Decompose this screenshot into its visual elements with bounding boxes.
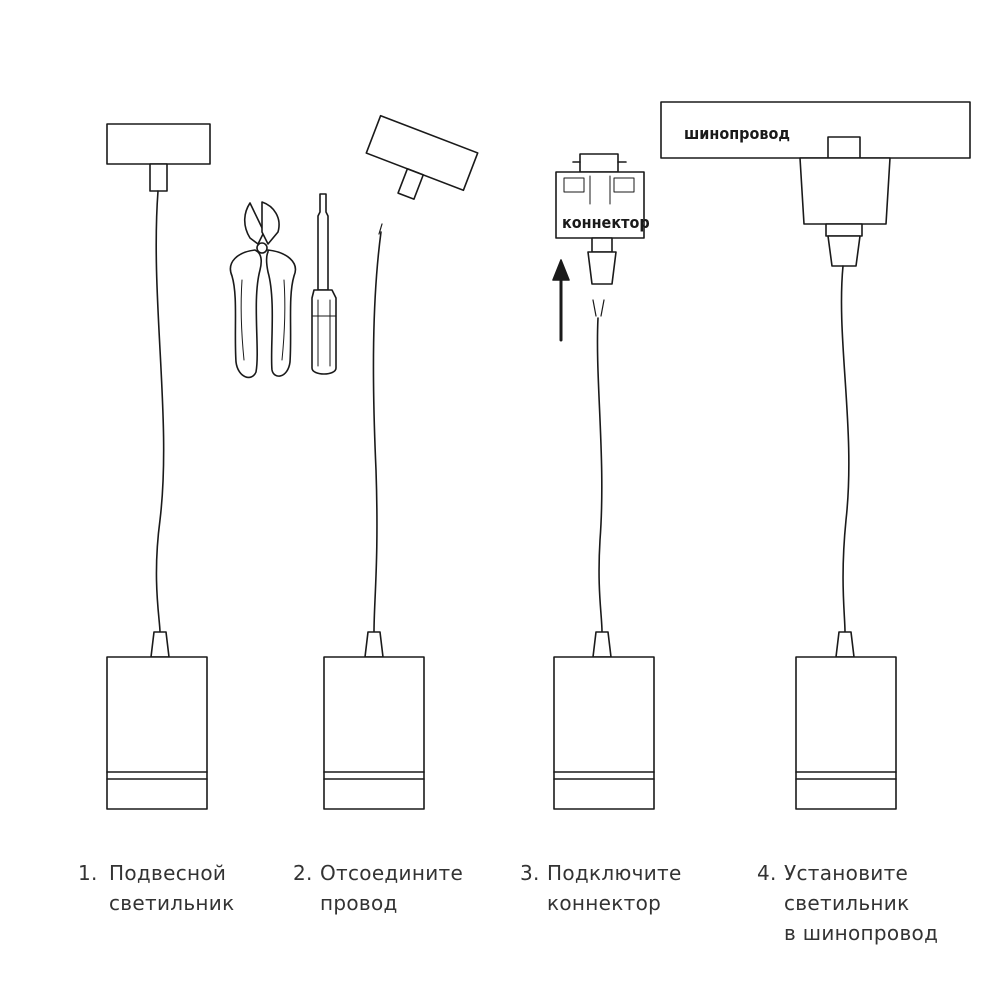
step4-cable [840, 265, 850, 633]
step2-line1: Отсоедините [320, 861, 464, 885]
step2-disconnect [323, 114, 479, 810]
step1-cable-grommet [150, 631, 170, 658]
step4-installed [660, 101, 971, 810]
step4-line1: Установите [784, 861, 909, 885]
step2-caption: 2. Отсоедините провод [293, 858, 463, 918]
step2-line2: провод [320, 891, 398, 915]
step2-cable [372, 231, 382, 633]
arrow-up-icon [552, 259, 570, 342]
step4-line2: светильник [784, 891, 910, 915]
step4-caption: 4. Установите светильник в шинопровод [757, 858, 938, 948]
step4-line3: в шинопровод [784, 921, 939, 945]
step1-line1: Подвесной [109, 861, 227, 885]
step3-line1: Подключите [547, 861, 682, 885]
step2-lamp-body [323, 656, 425, 810]
step4-connector-neck [825, 223, 863, 237]
step1-lamp-body [106, 656, 208, 810]
step1-ceiling-canopy [106, 123, 211, 165]
step2-detached-canopy [365, 114, 479, 200]
step3-caption: 3. Подключите коннектор [520, 858, 682, 918]
step2-cable-tip [378, 223, 383, 235]
step4-cable-grommet [835, 631, 855, 658]
step4-connector-cone [827, 235, 861, 267]
step3-connect [552, 153, 655, 810]
step1-caption: 1. Подвесной светильник [78, 858, 234, 918]
step1-cable [155, 190, 165, 633]
step1-pendant-lamp [106, 123, 211, 810]
step4-number: 4. [757, 861, 777, 885]
step3-line2: коннектор [547, 891, 662, 915]
pliers-icon [229, 201, 297, 379]
step4-lamp-body [795, 656, 897, 810]
step2-number: 2. [293, 861, 313, 885]
step3-cable [596, 317, 603, 633]
step1-number: 1. [78, 861, 98, 885]
busbar-label: шинопровод [684, 124, 790, 143]
connector-label: коннектор [562, 213, 650, 232]
step3-cable-grommet [592, 631, 612, 658]
step3-wire-tips [592, 299, 605, 317]
step4-connector-body [799, 157, 891, 225]
step3-lamp-body [553, 656, 655, 810]
step3-number: 3. [520, 861, 540, 885]
screwdriver-icon [311, 193, 337, 375]
step1-line2: светильник [109, 891, 235, 915]
step1-canopy-stem [149, 163, 168, 192]
step4-connector-top [827, 136, 861, 159]
busbar-track [660, 101, 971, 159]
connector-icon [555, 153, 645, 285]
step2-cable-grommet [364, 631, 384, 658]
